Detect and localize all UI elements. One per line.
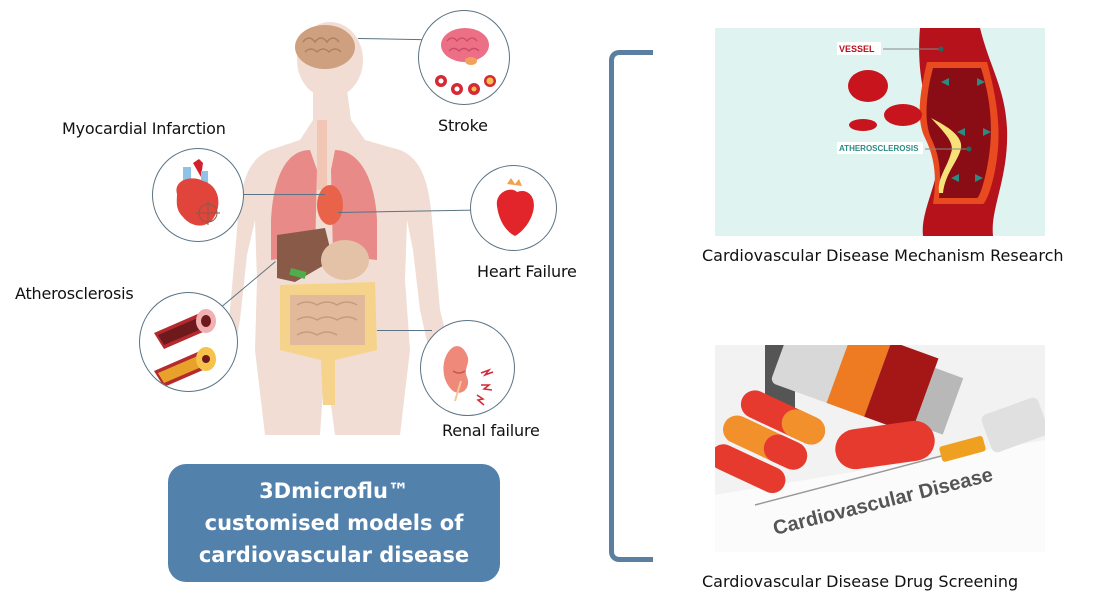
- connector-renal-failure: [377, 330, 432, 332]
- myocardial-infarction-bubble: [152, 148, 244, 242]
- heart-icon: [496, 178, 534, 236]
- heart-target-icon: [176, 159, 220, 226]
- pills-and-syringe-photo: Cardiovascular Disease: [715, 345, 1045, 552]
- grouping-bracket: [609, 50, 653, 562]
- vessel-atherosclerosis-illustration: VESSEL ATHEROSCLEROSIS: [715, 28, 1045, 236]
- myocardial-infarction-label: Myocardial Infarction: [62, 119, 226, 138]
- atherosclerosis-callout: ATHEROSCLEROSIS: [839, 144, 919, 153]
- heart-failure-label: Heart Failure: [477, 262, 577, 281]
- brain-with-vessels-icon: [435, 28, 496, 95]
- connector-myocardial-infarction: [242, 194, 325, 196]
- renal-failure-bubble: [420, 320, 515, 416]
- platform-title-box: 3Dmicroflu™ customised models of cardiov…: [168, 464, 500, 582]
- brain-icon: [295, 25, 355, 69]
- title-line-3: cardiovascular disease: [198, 543, 470, 567]
- kidney-icon: [443, 346, 494, 406]
- title-line-2: customised models of: [204, 511, 464, 535]
- drug-screening-caption: Cardiovascular Disease Drug Screening: [702, 572, 1019, 591]
- atherosclerosis-label: Atherosclerosis: [15, 284, 134, 303]
- vessel-callout: VESSEL: [839, 44, 875, 54]
- atherosclerosis-bubble: [139, 292, 238, 392]
- mechanism-research-caption: Cardiovascular Disease Mechanism Researc…: [702, 246, 1064, 265]
- human-body-illustration: [225, 22, 450, 435]
- artery-plaque-icon: [154, 309, 216, 387]
- renal-failure-label: Renal failure: [442, 421, 540, 440]
- title-line-brand: 3Dmicroflu™: [259, 479, 409, 503]
- stroke-bubble: [418, 10, 510, 105]
- stroke-label: Stroke: [438, 116, 488, 135]
- heart-failure-bubble: [470, 165, 557, 251]
